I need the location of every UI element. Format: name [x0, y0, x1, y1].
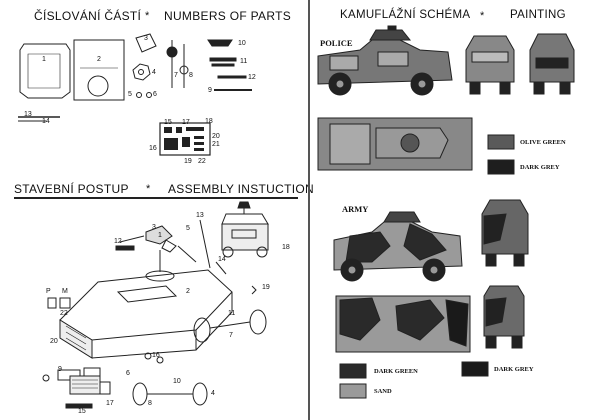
assembly-callout: 17 — [106, 400, 114, 407]
legend-label-sand: SAND — [374, 388, 392, 395]
part-number: 12 — [248, 74, 256, 81]
part-number: 22 — [198, 158, 206, 165]
assembly-callout: M — [62, 288, 68, 295]
part-number: 13 — [24, 111, 32, 118]
assembly-title-cz: STAVEBNÍ POSTUP — [14, 182, 129, 196]
painting-title-en: PAINTING — [510, 9, 566, 21]
assembly-callout: 2 — [186, 288, 190, 295]
part-number: 14 — [42, 118, 50, 125]
part-number: 2 — [97, 56, 101, 63]
assembly-callout: 12 — [114, 238, 122, 245]
painting-title-cz: KAMUFLÁŽNÍ SCHÉMA — [340, 9, 471, 21]
assembly-callout: 3 — [152, 224, 156, 231]
assembly-callout: 5 — [186, 225, 190, 232]
assembly-callout: 11 — [228, 310, 236, 317]
painting-title-star: * — [480, 10, 485, 22]
assembly-callout: 13 — [196, 212, 204, 219]
assembly-title-en: ASSEMBLY INSTUCTION — [168, 182, 314, 196]
assembly-callout: 16 — [152, 352, 160, 359]
part-number: 6 — [153, 91, 157, 98]
legend-label-dark-green: DARK GREEN — [374, 368, 418, 375]
legend-label-dark-grey-army: DARK GREY — [494, 366, 534, 373]
assembly-callout: 9 — [58, 366, 62, 373]
police-label: POLICE — [320, 38, 353, 48]
parts-title-cz: ČÍSLOVÁNÍ ČÁSTÍ — [34, 9, 142, 23]
parts-title-en: NUMBERS OF PARTS — [164, 9, 292, 23]
part-number: 17 — [182, 119, 190, 126]
part-number: 1 — [42, 56, 46, 63]
part-number: 5 — [128, 91, 132, 98]
assembly-callout: 7 — [229, 332, 233, 339]
part-number: 7 — [174, 72, 178, 79]
part-number: 18 — [205, 118, 213, 125]
assembly-callout: 14 — [218, 256, 226, 263]
part-number: 3 — [144, 35, 148, 42]
assembly-title-underline — [14, 197, 298, 199]
part-number: 11 — [240, 58, 248, 65]
assembly-callout: 22 — [60, 310, 68, 317]
part-number: 8 — [189, 72, 193, 79]
part-number: 19 — [184, 158, 192, 165]
assembly-title-star: * — [146, 183, 151, 195]
assembly-callout: 4 — [211, 390, 215, 397]
assembly-callout: 19 — [262, 284, 270, 291]
parts-title-star: * — [145, 10, 150, 22]
assembly-callout: 6 — [126, 370, 130, 377]
legend-label-dark-grey: DARK GREY — [520, 164, 560, 171]
part-number: 10 — [238, 40, 246, 47]
part-number: 4 — [152, 69, 156, 76]
part-number: 9 — [208, 87, 212, 94]
assembly-callout: P — [46, 288, 51, 295]
part-number: 20 — [212, 133, 220, 140]
assembly-callout: 1 — [158, 232, 162, 239]
page-fold-divider — [308, 0, 310, 420]
part-number: 15 — [164, 119, 172, 126]
assembly-callout: 10 — [173, 378, 181, 385]
assembly-callout: 18 — [282, 244, 290, 251]
part-number: 21 — [212, 141, 220, 148]
part-number: 16 — [149, 145, 157, 152]
legend-label-olive-green: OLIVE GREEN — [520, 139, 566, 146]
assembly-callout: 8 — [148, 400, 152, 407]
assembly-callout: 15 — [78, 408, 86, 415]
assembly-callout: 20 — [50, 338, 58, 345]
army-label: ARMY — [342, 204, 369, 214]
